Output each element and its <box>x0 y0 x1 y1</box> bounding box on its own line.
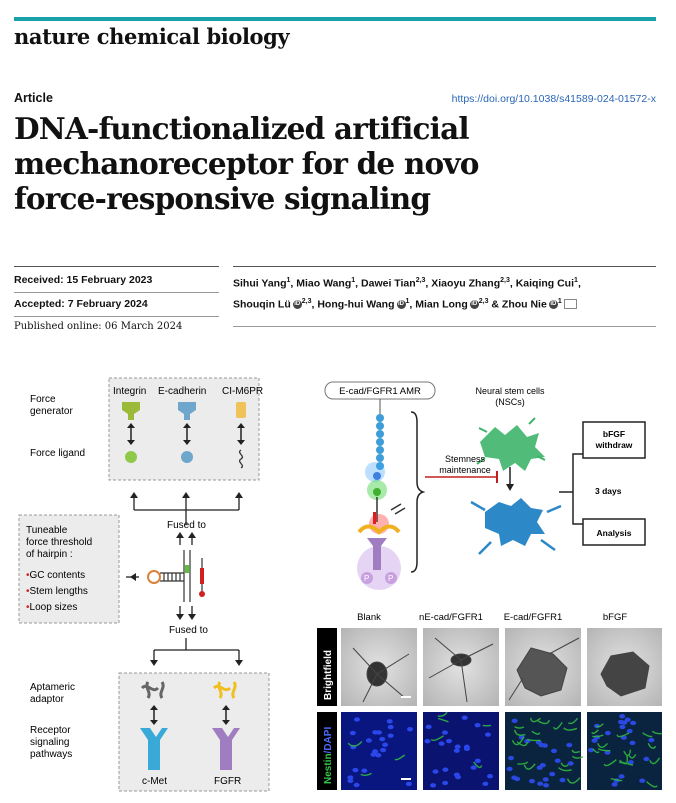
receptor-ecadherin-label: E-cadherin <box>158 386 206 397</box>
journal-accent-bar <box>14 17 656 21</box>
fluorescence-panels <box>341 711 662 790</box>
cim6pr-icon <box>236 402 246 418</box>
nsc-label: Neural stem cells(NSCs) <box>475 386 545 407</box>
author-list: Sihui Yang1, Miao Wang1, Dawei Tian2,3, … <box>233 277 581 310</box>
receptor-cim6pr-label: CI-M6PR <box>222 386 263 397</box>
affiliation-marker: 2,3 <box>415 277 426 284</box>
pathway-cmet-label: c-Met <box>142 776 167 787</box>
author-name[interactable]: Xiaoyu Zhang <box>431 277 501 290</box>
micrograph-grid: Blank nE-cad/FGFR1 E-cad/FGFR1 bFGF Brig… <box>317 612 662 790</box>
dna-hairpin-icon <box>126 550 205 602</box>
fgfr-aptamer-icon <box>212 681 237 699</box>
amr-construct-icon: P P <box>357 399 406 590</box>
published-date: Published online: 06 March 2024 <box>14 321 183 332</box>
row-label-nestin-bg <box>317 712 337 790</box>
ecadherin-ligand-icon <box>181 451 193 463</box>
orcid-icon[interactable]: iD <box>292 299 302 309</box>
author-name[interactable]: Sihui Yang <box>233 277 287 290</box>
affiliation-marker: 1 <box>574 277 578 284</box>
affiliation-marker: 1 <box>557 297 562 305</box>
analysis-box <box>582 518 646 546</box>
figure-right-schematic: E-cad/FGFR1 AMR P P Neural stem cells(NS… <box>324 381 646 590</box>
affiliation-marker: 1 <box>351 277 356 284</box>
integrin-ligand-icon <box>125 451 137 463</box>
author-name[interactable]: Kaiqing Cui <box>515 277 575 290</box>
article-title: DNA-functionalized artificial mechanorec… <box>14 111 574 216</box>
fused-to-label-2: Fused to <box>169 625 208 636</box>
nsc-cluster-icon <box>476 417 546 471</box>
orcid-icon[interactable]: iD <box>548 299 558 309</box>
svg-text:P: P <box>364 574 369 583</box>
journal-name: nature chemical biology <box>14 24 290 49</box>
pathway-fgfr-label: FGFR <box>214 776 241 787</box>
cim6pr-ligand-icon <box>238 449 244 469</box>
tuneable-panel <box>18 514 120 624</box>
divider <box>14 292 219 293</box>
affiliation-marker: 2,3 <box>500 277 510 284</box>
integrin-icon <box>122 402 140 420</box>
cmet-aptamer-icon <box>140 681 165 699</box>
ecadherin-icon <box>178 402 196 420</box>
title-line: mechanoreceptor for de novo <box>14 146 479 181</box>
fused-to-label-1: Fused to <box>167 520 206 531</box>
tuneable-item: •GC contents <box>26 570 85 581</box>
receptor-integrin-label: Integrin <box>113 386 146 397</box>
divider <box>14 316 219 317</box>
accepted-date: Accepted: 7 February 2024 <box>14 298 148 310</box>
tuneable-item: •Stem lengths <box>26 586 88 597</box>
bracket <box>410 411 426 573</box>
analysis-label: Analysis <box>597 528 632 538</box>
affiliation-marker: 2,3 <box>478 297 489 305</box>
doi-link[interactable]: https://doi.org/10.1038/s41589-024-01572… <box>451 93 656 105</box>
article-type: Article <box>14 91 53 105</box>
affiliation-marker: 1 <box>405 297 410 305</box>
divider <box>233 326 656 327</box>
receptor-panel <box>108 377 260 481</box>
row-label-brightfield-bg <box>317 628 337 706</box>
divider <box>14 266 219 267</box>
svg-text:P: P <box>388 574 393 583</box>
author-name[interactable]: Mian Long <box>415 298 468 310</box>
differentiated-cell-icon <box>470 498 562 555</box>
bfgf-withdraw-box <box>582 421 646 459</box>
orcid-icon[interactable]: iD <box>469 299 479 309</box>
column-label: E-cad/FGFR1 <box>504 612 563 623</box>
column-label: bFGF <box>603 612 627 623</box>
author-name[interactable]: Miao Wang <box>296 277 352 290</box>
orcid-icon[interactable]: iD <box>396 299 406 309</box>
affiliation-marker: 2,3 <box>301 297 312 305</box>
brightfield-panels <box>341 628 662 706</box>
author-name[interactable]: Shouqin Lü <box>233 298 291 310</box>
affiliation-marker: 1 <box>286 277 291 284</box>
days-label: 3 days <box>595 486 622 496</box>
divider <box>233 266 656 267</box>
amr-label: E-cad/FGFR1 AMR <box>339 386 421 397</box>
cmet-receptor-icon <box>140 728 168 770</box>
received-date: Received: 15 February 2023 <box>14 274 153 286</box>
row-label-brightfield: Brightfield <box>323 650 334 700</box>
column-label: Blank <box>357 612 381 623</box>
row-label-force-ligand: Force ligand <box>30 448 85 459</box>
row-label-nestin-dapi: Nestin/DAPI <box>323 727 334 784</box>
author-name[interactable]: Zhou Nie <box>501 298 547 310</box>
tuneable-item: •Loop sizes <box>26 602 77 613</box>
title-line: DNA-functionalized artificial <box>14 111 470 146</box>
author-name[interactable]: Hong-hui Wang <box>317 298 395 310</box>
author-name[interactable]: Dawei Tian <box>361 277 416 290</box>
pathway-panel <box>118 672 270 792</box>
fgfr-receptor-icon <box>212 728 240 770</box>
column-label: nE-cad/FGFR1 <box>419 612 483 623</box>
title-line: force-responsive signaling <box>14 181 431 216</box>
email-icon[interactable] <box>563 299 577 310</box>
